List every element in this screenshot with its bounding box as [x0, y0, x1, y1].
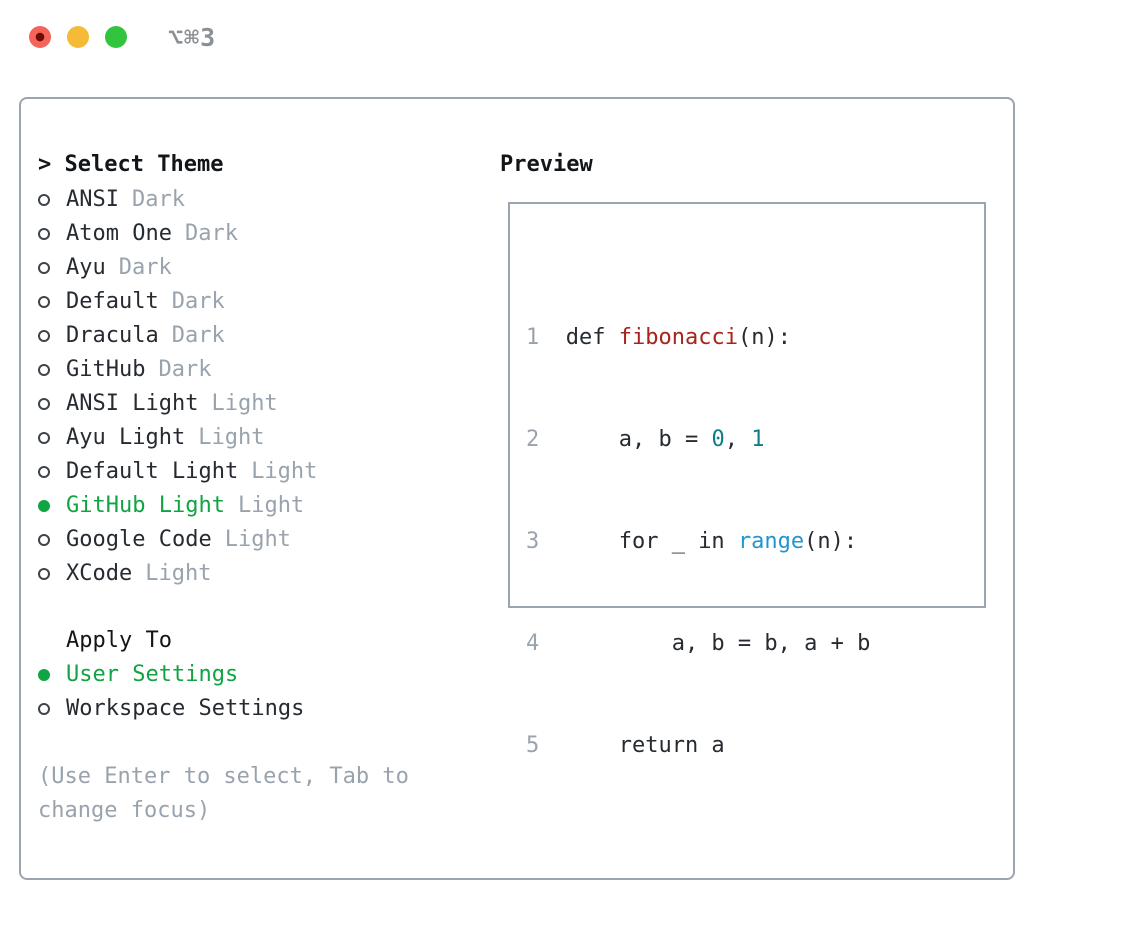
- radio-icon: [38, 228, 50, 240]
- theme-variant-tag: Dark: [171, 323, 225, 348]
- radio-icon: [38, 432, 50, 444]
- theme-option-ayu-dark[interactable]: Ayu Dark: [38, 251, 317, 285]
- theme-name: Ayu: [66, 255, 106, 280]
- code-line: 2 a, b = 0, 1: [526, 423, 937, 457]
- theme-variant-tag: Light: [211, 391, 278, 416]
- theme-name: Ayu Light: [66, 425, 186, 450]
- radio-icon: [38, 703, 50, 715]
- radio-icon: [38, 466, 50, 478]
- theme-variant-tag: Light: [145, 561, 212, 586]
- theme-name: Dracula: [66, 323, 159, 348]
- radio-selected-icon: [38, 500, 50, 512]
- select-theme-title: Select Theme: [64, 152, 224, 177]
- keyboard-hint: (Use Enter to select, Tab to change focus…: [38, 760, 409, 828]
- code-text: for _ in: [539, 529, 738, 554]
- hint-line: change focus): [38, 798, 211, 823]
- code-line: 1 def fibonacci(n):: [526, 321, 937, 355]
- apply-to-list: User Settings Workspace Settings: [38, 658, 304, 726]
- theme-variant-tag: Dark: [118, 255, 172, 280]
- code-function-name: fibonacci: [618, 325, 738, 350]
- theme-name: GitHub: [66, 357, 146, 382]
- code-text: (n):: [737, 325, 791, 350]
- code-line: 4 a, b = b, a + b: [526, 627, 937, 661]
- theme-variant-tag: Dark: [171, 289, 225, 314]
- theme-option-default-dark[interactable]: Default Dark: [38, 285, 317, 319]
- minimize-button-icon[interactable]: [67, 26, 89, 48]
- theme-name: Atom One: [66, 221, 172, 246]
- apply-option-label: Workspace Settings: [66, 696, 305, 721]
- apply-option-user-settings[interactable]: User Settings: [38, 658, 304, 692]
- radio-icon: [38, 262, 50, 274]
- theme-option-google-code-light[interactable]: Google Code Light: [38, 523, 317, 557]
- apply-option-workspace-settings[interactable]: Workspace Settings: [38, 692, 304, 726]
- theme-name: ANSI: [66, 187, 119, 212]
- theme-name: Google Code: [66, 527, 212, 552]
- prompt-chevron-icon: >: [38, 152, 65, 177]
- code-text: a, b =: [539, 427, 712, 452]
- hint-line: (Use Enter to select, Tab to: [38, 764, 409, 789]
- code-text: a, b = b, a + b: [539, 631, 871, 656]
- line-number: 4: [526, 631, 540, 656]
- code-number-literal: 0: [711, 427, 725, 452]
- theme-variant-tag: Light: [237, 493, 305, 518]
- theme-option-ansi-light[interactable]: ANSI Light Light: [38, 387, 317, 421]
- code-preview: 1 def fibonacci(n): 2 a, b = 0, 1 3 for …: [526, 253, 937, 934]
- radio-icon: [38, 194, 50, 206]
- line-number: 1: [526, 325, 540, 350]
- theme-name: ANSI Light: [66, 391, 199, 416]
- theme-name: Default: [66, 289, 159, 314]
- theme-option-ansi-dark[interactable]: ANSI Dark: [38, 183, 317, 217]
- code-text: ,: [724, 427, 752, 452]
- theme-option-github-light[interactable]: GitHub Light Light: [38, 489, 317, 523]
- code-keyword: def: [539, 325, 619, 350]
- theme-variant-tag: Dark: [131, 187, 185, 212]
- theme-name: Default Light: [66, 459, 239, 484]
- radio-icon: [38, 398, 50, 410]
- apply-to-header: Apply To: [66, 628, 172, 653]
- theme-option-github-dark[interactable]: GitHub Dark: [38, 353, 317, 387]
- code-number-literal: 1: [751, 427, 765, 452]
- line-number: 3: [526, 529, 540, 554]
- theme-option-atom-one-dark[interactable]: Atom One Dark: [38, 217, 317, 251]
- apply-option-label: User Settings: [66, 662, 239, 687]
- line-number: 5: [526, 733, 540, 758]
- line-number: 2: [526, 427, 540, 452]
- radio-icon: [38, 568, 50, 580]
- code-line: 3 for _ in range(n):: [526, 525, 937, 559]
- theme-variant-tag: Dark: [158, 357, 212, 382]
- theme-option-xcode-light[interactable]: XCode Light: [38, 557, 317, 591]
- code-text: return a: [539, 733, 725, 758]
- window-title: ⌥⌘3: [168, 23, 217, 52]
- preview-header: Preview: [500, 152, 593, 177]
- theme-option-ayu-light[interactable]: Ayu Light Light: [38, 421, 317, 455]
- code-line: 5 return a: [526, 729, 937, 763]
- theme-option-default-light[interactable]: Default Light Light: [38, 455, 317, 489]
- radio-icon: [38, 364, 50, 376]
- theme-variant-tag: Light: [224, 527, 291, 552]
- theme-name: GitHub Light: [66, 493, 225, 518]
- select-theme-header: > Select Theme: [38, 148, 223, 182]
- radio-selected-icon: [38, 669, 50, 681]
- code-blank-line: [526, 831, 937, 865]
- theme-variant-tag: Light: [251, 459, 318, 484]
- theme-variant-tag: Dark: [184, 221, 238, 246]
- zoom-button-icon[interactable]: [105, 26, 127, 48]
- theme-name: XCode: [66, 561, 133, 586]
- preview-box: 1 def fibonacci(n): 2 a, b = 0, 1 3 for …: [508, 202, 986, 758]
- code-builtin: range: [737, 529, 805, 554]
- theme-option-dracula-dark[interactable]: Dracula Dark: [38, 319, 317, 353]
- radio-icon: [38, 296, 50, 308]
- code-text: (n):: [804, 529, 858, 554]
- radio-icon: [38, 330, 50, 342]
- close-button-icon[interactable]: [29, 26, 51, 48]
- theme-variant-tag: Light: [198, 425, 265, 450]
- radio-icon: [38, 534, 50, 546]
